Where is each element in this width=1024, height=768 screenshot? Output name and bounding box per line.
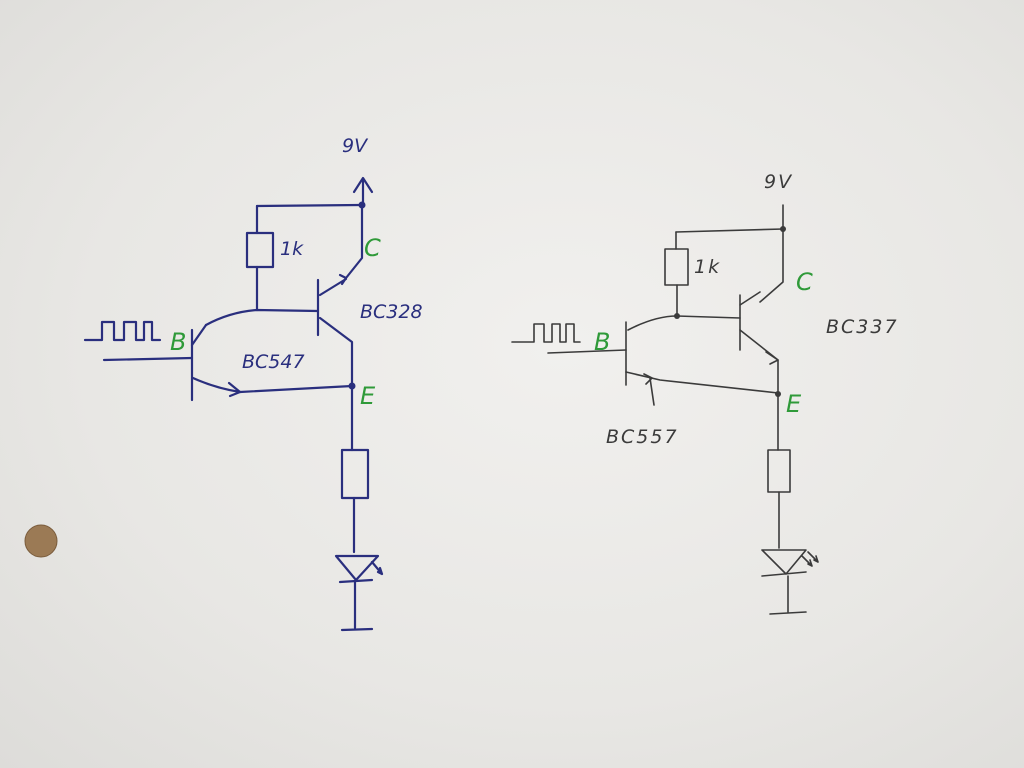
right-terminal-b: B bbox=[594, 328, 610, 356]
left-resistor-1k bbox=[245, 231, 275, 269]
right-square-wave bbox=[511, 323, 581, 343]
left-top-wire bbox=[255, 203, 362, 208]
right-top-wire bbox=[675, 228, 784, 233]
right-resistor-bottom bbox=[767, 449, 791, 493]
left-ground bbox=[340, 627, 374, 632]
right-terminal-c: C bbox=[796, 268, 813, 296]
left-resistor-label: 1k bbox=[280, 238, 304, 260]
right-resistor-1k bbox=[664, 248, 689, 286]
right-terminal-e: E bbox=[786, 390, 802, 418]
right-ground bbox=[769, 611, 807, 615]
left-terminal-e: E bbox=[360, 382, 376, 410]
right-led bbox=[761, 549, 819, 577]
right-resistor-label: 1k bbox=[694, 256, 721, 278]
left-square-wave bbox=[83, 320, 162, 342]
left-transistor-top-label: BC328 bbox=[360, 301, 423, 323]
left-supply-arrow bbox=[352, 176, 374, 207]
right-transistor-top-label: BC337 bbox=[826, 316, 899, 338]
left-terminal-c: C bbox=[364, 234, 381, 262]
left-terminal-b: B bbox=[170, 328, 186, 356]
left-led bbox=[334, 554, 384, 584]
left-supply-label: 9V bbox=[342, 135, 369, 157]
left-transistor-bottom-label: BC547 bbox=[242, 351, 305, 373]
left-circuit: 9V 1k BC328 BC547 B C E bbox=[83, 135, 423, 632]
left-resistor-bottom bbox=[340, 448, 370, 500]
right-transistor-bottom-label: BC557 bbox=[606, 426, 679, 448]
right-supply-label: 9V bbox=[764, 171, 793, 193]
punched-hole bbox=[25, 525, 57, 557]
right-circuit: 9V 1k BC337 BC557 B C E bbox=[511, 171, 899, 615]
